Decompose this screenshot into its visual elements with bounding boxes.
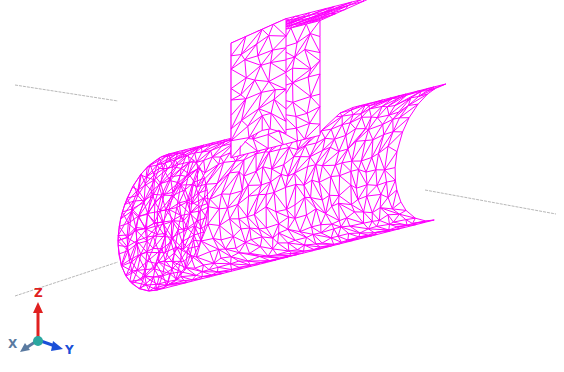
box-face-fill <box>231 19 286 158</box>
triad-origin <box>33 336 43 346</box>
tetrahedral-mesh <box>118 0 446 291</box>
dashed-axis-line <box>15 85 118 101</box>
z-axis-head <box>33 302 43 313</box>
box-front-mesh <box>231 19 286 158</box>
dashed-axis-line <box>15 262 118 296</box>
axis-label: X <box>8 338 17 350</box>
axis-triad <box>20 302 63 352</box>
axis-label: Z <box>34 287 43 299</box>
y-axis-head <box>51 341 63 351</box>
axis-label: Y <box>65 344 74 356</box>
z-axis-arrow <box>37 312 40 338</box>
x-axis-head <box>20 343 30 352</box>
dashed-axis-line <box>425 190 556 214</box>
